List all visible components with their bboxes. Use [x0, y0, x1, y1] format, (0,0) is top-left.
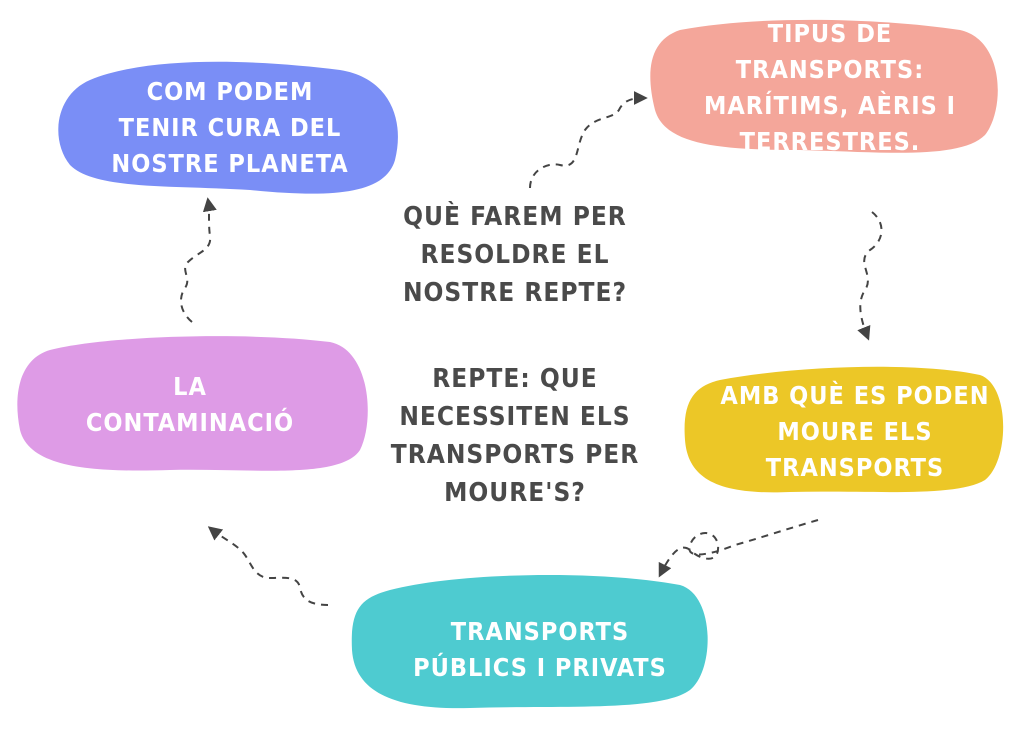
center-challenge-line: transports per — [390, 440, 640, 470]
node-energy-line: moure els — [777, 417, 933, 446]
blob-pollution — [17, 336, 368, 471]
node-types-text: Tipus de transports: Marítims, aèris i t… — [670, 19, 990, 156]
node-planet-line: tenir cura del — [118, 113, 342, 142]
node-pollution-line: contaminació — [85, 408, 295, 437]
node-types-line: Marítims, aèris i — [704, 91, 956, 120]
node-pollution-line: La — [173, 372, 207, 401]
node-pollution-text: La contaminació — [60, 350, 320, 460]
node-energy-text: Amb què es poden moure els transports — [700, 372, 1010, 492]
node-energy-line: transports — [765, 453, 945, 482]
blob-public — [351, 574, 708, 709]
arrow-public-to-pollution — [207, 526, 329, 606]
node-types-line: Tipus de transports: — [735, 19, 925, 84]
node-planet-line: nostre planeta — [111, 149, 349, 178]
blob-types — [650, 19, 998, 153]
arrow-pollution-to-planet — [179, 197, 217, 323]
node-public-text: Transports públics i privats — [375, 595, 705, 705]
center-question-line: nostre repte? — [402, 278, 628, 308]
center-challenge-line: moure's? — [444, 478, 586, 508]
arrow-center-to-types — [529, 91, 648, 189]
center-question-line: resoldre el — [420, 240, 610, 270]
arrow-types-to-energy — [857, 211, 883, 341]
center-challenge-line: Repte: que — [432, 364, 598, 394]
node-energy-line: Amb què es poden — [720, 381, 990, 410]
blob-energy — [684, 366, 1004, 493]
node-public-line: públics i privats — [413, 653, 667, 682]
node-types-line: terrestres. — [739, 127, 921, 156]
center-challenge-line: necessiten els — [399, 402, 631, 432]
node-planet-text: Com podem tenir cura del nostre planeta — [80, 68, 380, 188]
arrow-energy-to-public — [658, 519, 819, 578]
center-question: Què farem per resoldre el nostre repte? — [370, 198, 660, 312]
center-challenge: Repte: que necessiten els transports per… — [370, 360, 660, 512]
center-question-line: Què farem per — [403, 202, 627, 232]
node-public-line: Transports — [450, 617, 630, 646]
node-planet-line: Com podem — [146, 77, 314, 106]
blob-planet — [58, 61, 398, 194]
